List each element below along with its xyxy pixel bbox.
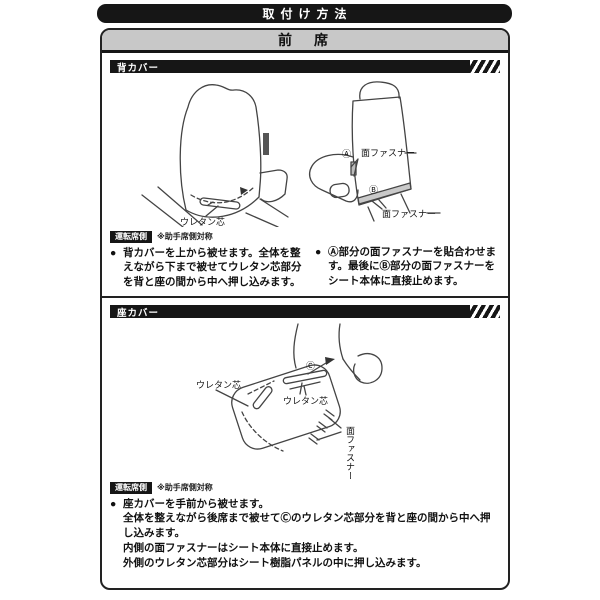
seatback-rear-diagram: Ⓐ Ⓑ 面ファスナー 面ファスナー — [308, 81, 441, 222]
front-seat-panel: 前 席 背カバー — [100, 28, 510, 590]
hook-fastener-label-vertical: 面ファスナー — [345, 426, 355, 480]
page-title: 取付け方法 — [262, 7, 353, 21]
front-seat-band: 前 席 — [102, 30, 508, 53]
diagonal-stripes-decoration — [470, 305, 500, 319]
back-cover-title: 背カバー — [117, 62, 160, 74]
page-title-bar: 取付け方法 — [97, 4, 512, 23]
marker-a: Ⓐ — [342, 149, 351, 159]
side-note-line: 運転席側 ※助手席側対称 — [110, 482, 500, 494]
marker-b: Ⓑ — [369, 185, 378, 195]
driver-side-badge: 運転席側 — [110, 482, 152, 494]
back-cover-step-left: ● 背カバーを上から被せます。全体を整えながら下まで被せてウレタン芯部分を背と座… — [110, 246, 305, 289]
bullet-glyph: ● — [110, 246, 117, 259]
side-note-line: 運転席側 ※助手席側対称 — [110, 231, 305, 243]
diagonal-stripes-decoration — [470, 60, 500, 73]
seat-cover-step-1: ● 座カバーを手前から被せます。 — [110, 497, 500, 511]
back-cover-step-right: ● Ⓐ部分の面ファスナーを貼合わせます。最後にⒷ部分の面ファスナーをシート本体に… — [315, 245, 500, 288]
marker-c: Ⓒ — [306, 361, 315, 371]
seat-cover-step-3: 内側の面ファスナーはシート本体に直接止めます。 — [123, 541, 364, 554]
back-cover-instructions: 運転席側 ※助手席側対称 ● 背カバーを上から被せます。全体を整えながら下まで被… — [102, 227, 508, 289]
hook-fastener-label-bottom: 面ファスナー — [382, 209, 436, 219]
back-cover-diagrams: ウレタン芯 Ⓐ Ⓑ — [102, 77, 508, 227]
hook-fastener-label-top: 面ファスナー — [361, 148, 415, 158]
seat-cover-title: 座カバー — [117, 307, 160, 319]
bullet-glyph: ● — [315, 246, 322, 258]
seat-cover-steps: ● 座カバーを手前から被せます。 全体を整えながら後席まで被せてⒸのウレタン芯部… — [110, 497, 500, 571]
urethane-core-label: ウレタン芯 — [180, 216, 225, 227]
back-cover-step-right-text: Ⓐ部分の面ファスナーを貼合わせます。最後にⒷ部分の面ファスナーをシート本体に直接… — [328, 246, 496, 287]
back-cover-right-column: ● Ⓐ部分の面ファスナーを貼合わせます。最後にⒷ部分の面ファスナーをシート本体に… — [315, 231, 500, 289]
bullet-glyph: ● — [110, 497, 117, 510]
back-cover-step-left-text: 背カバーを上から被せます。全体を整えながら下まで被せてウレタン芯部分を背と座の間… — [123, 246, 302, 288]
urethane-core-label-center: ウレタン芯 — [283, 395, 328, 406]
seat-cover-step-4: 外側のウレタン芯部分はシート樹脂パネルの中に押し込みます。 — [123, 556, 427, 569]
seat-cover-instructions: 運転席側 ※助手席側対称 ● 座カバーを手前から被せます。 全体を整えながら後席… — [102, 480, 508, 571]
back-cover-header-bar: 背カバー — [110, 60, 500, 74]
passenger-side-note: ※助手席側対称 — [157, 232, 213, 242]
seat-cushion-diagram: Ⓒ ウレタン芯 ウレタン芯 面ファスナー — [196, 323, 383, 480]
urethane-core-label-left: ウレタン芯 — [196, 379, 241, 390]
seat-cover-step-2: 全体を整えながら後席まで被せてⒸのウレタン芯部分を背と座の間から中へ押し込みます… — [123, 512, 491, 540]
seat-cover-step-1-text: 座カバーを手前から被せます。 — [123, 497, 269, 510]
driver-side-badge: 運転席側 — [110, 231, 152, 243]
front-seat-title: 前 席 — [278, 32, 332, 48]
passenger-side-note: ※助手席側対称 — [157, 483, 213, 493]
seatback-front-diagram: ウレタン芯 — [140, 84, 289, 227]
seat-cover-diagram-row: Ⓒ ウレタン芯 ウレタン芯 面ファスナー — [102, 322, 508, 480]
back-cover-left-column: 運転席側 ※助手席側対称 ● 背カバーを上から被せます。全体を整えながら下まで被… — [110, 231, 305, 289]
section-divider — [102, 296, 508, 299]
seat-cover-header-bar: 座カバー — [110, 305, 500, 319]
